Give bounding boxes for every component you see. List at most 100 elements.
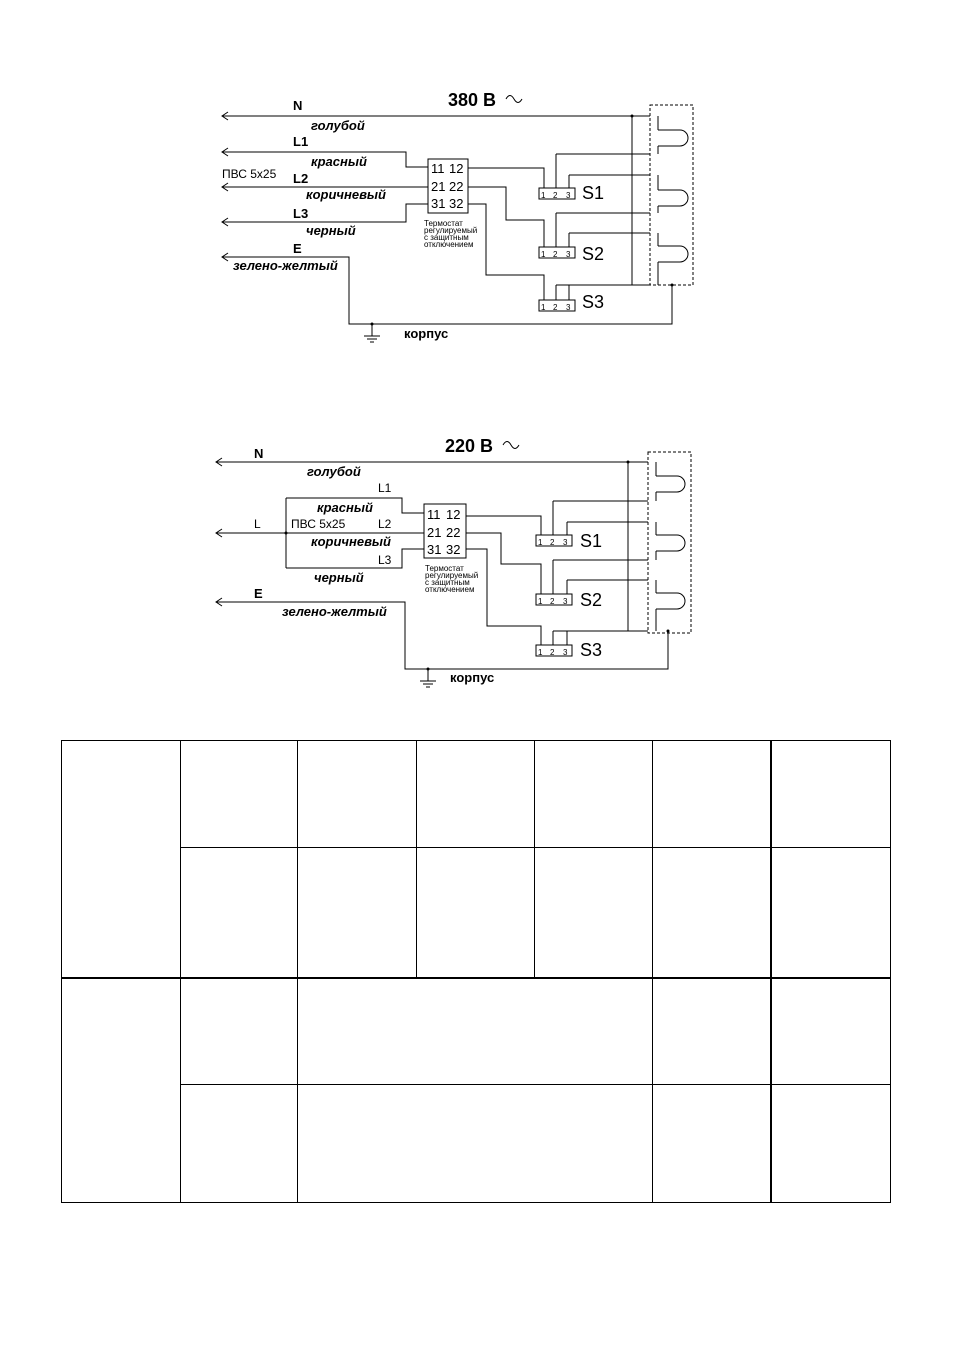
voltage-label: 220 В [445, 436, 493, 456]
table-cell [534, 847, 653, 979]
pin-3: 3 [566, 303, 571, 312]
wiring-diagram-220v-svg: 220 В N голубой L L1 красный ПВС 5х25 L2… [215, 436, 692, 688]
wire-line [553, 559, 648, 581]
wiring-diagram-220v: 220 В N голубой L L1 красный ПВС 5х25 L2… [0, 430, 954, 700]
table-cell [770, 740, 891, 848]
pin-1: 1 [538, 648, 543, 657]
wire-line [626, 460, 630, 464]
pin-2: 2 [550, 538, 555, 547]
ground-label: корпус [404, 326, 448, 341]
wire-line [543, 285, 570, 300]
wire-line [540, 560, 568, 594]
wire-line [466, 548, 542, 641]
switch-s3-block [535, 644, 573, 657]
pin-1: 1 [541, 303, 546, 312]
thermostat-caption-2: регулируемый [425, 571, 478, 580]
heating-element-icon [656, 534, 686, 552]
terminal-21: 21 [431, 179, 445, 194]
wire-color-l3: черный [314, 570, 364, 585]
arrow-icon [221, 182, 229, 192]
wire-line [543, 154, 570, 188]
terminal-12: 12 [446, 507, 460, 522]
switch-s1-label: S1 [582, 183, 604, 203]
table-cell [61, 740, 181, 979]
ac-symbol-icon [505, 95, 523, 103]
thermostat-caption-4: отключением [424, 240, 473, 249]
arrow-icon [221, 147, 229, 157]
table-cell [297, 977, 653, 1085]
terminal-31: 31 [431, 196, 445, 211]
ground-label: корпус [450, 670, 494, 685]
arrow-icon [221, 252, 229, 262]
wire-color-l3: черный [306, 223, 356, 238]
arrow-icon [221, 217, 229, 227]
wire-color-l1: красный [317, 500, 373, 515]
table-cell [652, 1084, 772, 1203]
wire-line [468, 203, 545, 293]
input-l-label: L [254, 517, 261, 531]
table-cell [770, 847, 891, 979]
wire-line [222, 151, 428, 168]
arrow-icon [215, 597, 223, 607]
ac-symbol-icon [502, 441, 520, 449]
wire-line [540, 501, 568, 535]
wire-color-n: голубой [307, 464, 361, 479]
pin-3: 3 [563, 538, 568, 547]
thermostat-caption-3: с защитным [424, 233, 469, 242]
table-cell [297, 740, 417, 848]
pin-2: 2 [550, 597, 555, 606]
thermostat-caption-1: Термостат [425, 564, 464, 573]
table-cell [180, 1084, 298, 1203]
table-cell [534, 740, 653, 848]
table-cell [652, 847, 772, 979]
arrow-icon [215, 457, 223, 467]
pin-2: 2 [553, 303, 558, 312]
arrow-icon [215, 528, 223, 538]
wire-line [556, 212, 650, 234]
pin-2: 2 [550, 648, 555, 657]
heating-element-icon [658, 129, 689, 147]
thermostat-caption-2: регулируемый [424, 226, 477, 235]
wire-code-e: E [293, 241, 302, 256]
wire-color-l1: красный [311, 154, 367, 169]
wire-line [468, 186, 545, 240]
arrow-icon [221, 111, 229, 121]
wire-line [286, 497, 424, 514]
wire-line [216, 601, 669, 670]
terminal-22: 22 [449, 179, 463, 194]
wire-color-n: голубой [311, 118, 365, 133]
pin-3: 3 [563, 597, 568, 606]
heating-element-icon [658, 245, 689, 263]
wire-code-n: N [293, 98, 302, 113]
wire-color-l2: коричневый [311, 534, 391, 549]
switch-s2-label: S2 [582, 244, 604, 264]
pin-1: 1 [541, 191, 546, 200]
wire-line [670, 283, 674, 287]
heater-housing [647, 451, 692, 634]
pin-3: 3 [566, 250, 571, 259]
terminal-32: 32 [446, 542, 460, 557]
pin-1: 1 [538, 597, 543, 606]
switch-s1-block [538, 187, 576, 200]
table-cell [180, 847, 298, 979]
wire-line [540, 631, 568, 645]
wiring-diagram-380v-svg: 380 В N голубой L1 красный ПВС 5х25 L2 к… [221, 90, 694, 343]
pin-2: 2 [553, 250, 558, 259]
wire-line [222, 203, 428, 223]
terminal-22: 22 [446, 525, 460, 540]
pin-1: 1 [538, 538, 543, 547]
switch-s1-label: S1 [580, 531, 602, 551]
switch-s2-block [538, 246, 576, 259]
thermostat-box [427, 158, 469, 214]
wire-line [543, 213, 570, 247]
switch-s3-label: S3 [582, 292, 604, 312]
wire-code-l2: L2 [378, 517, 392, 531]
wire-code-l1: L1 [293, 134, 308, 149]
heating-element-icon [656, 592, 686, 610]
table-cell [416, 740, 535, 848]
wire-color-e: зелено-желтый [233, 258, 338, 273]
wire-color-e: зелено-желтый [282, 604, 387, 619]
table-cell [652, 977, 772, 1085]
table-cell [61, 977, 181, 1203]
table-cell [180, 740, 298, 848]
